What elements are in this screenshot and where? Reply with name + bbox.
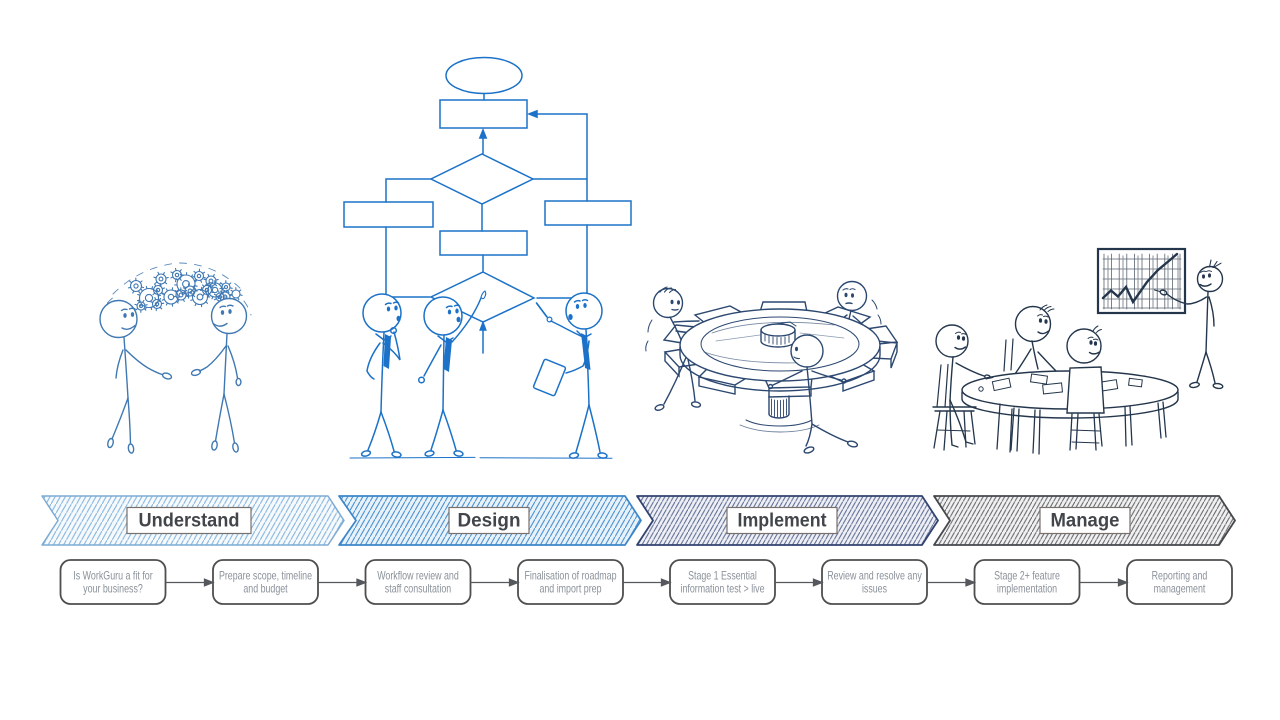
svg-text:Reporting and: Reporting and: [1152, 569, 1208, 583]
svg-text:management: management: [1154, 582, 1206, 596]
svg-text:information test > live: information test > live: [681, 582, 765, 596]
svg-text:implementation: implementation: [997, 582, 1057, 596]
svg-text:Stage 2+ feature: Stage 2+ feature: [994, 569, 1060, 583]
svg-text:Stage 1 Essential: Stage 1 Essential: [688, 569, 757, 583]
svg-text:your business?: your business?: [83, 582, 143, 596]
svg-text:Workflow review and: Workflow review and: [377, 569, 459, 583]
svg-text:Design: Design: [458, 511, 521, 532]
svg-text:Understand: Understand: [139, 511, 240, 532]
svg-text:issues: issues: [862, 582, 887, 596]
svg-text:Prepare scope, timeline: Prepare scope, timeline: [219, 569, 312, 583]
svg-text:Review and resolve any: Review and resolve any: [827, 569, 922, 583]
svg-text:staff consultation: staff consultation: [385, 582, 451, 596]
svg-text:Manage: Manage: [1051, 511, 1120, 532]
svg-text:Finalisation of roadmap: Finalisation of roadmap: [524, 569, 616, 583]
svg-text:and budget: and budget: [243, 582, 288, 596]
svg-text:Is WorkGuru a fit for: Is WorkGuru a fit for: [73, 569, 152, 583]
svg-text:Implement: Implement: [738, 511, 828, 532]
svg-text:and import prep: and import prep: [539, 582, 601, 596]
